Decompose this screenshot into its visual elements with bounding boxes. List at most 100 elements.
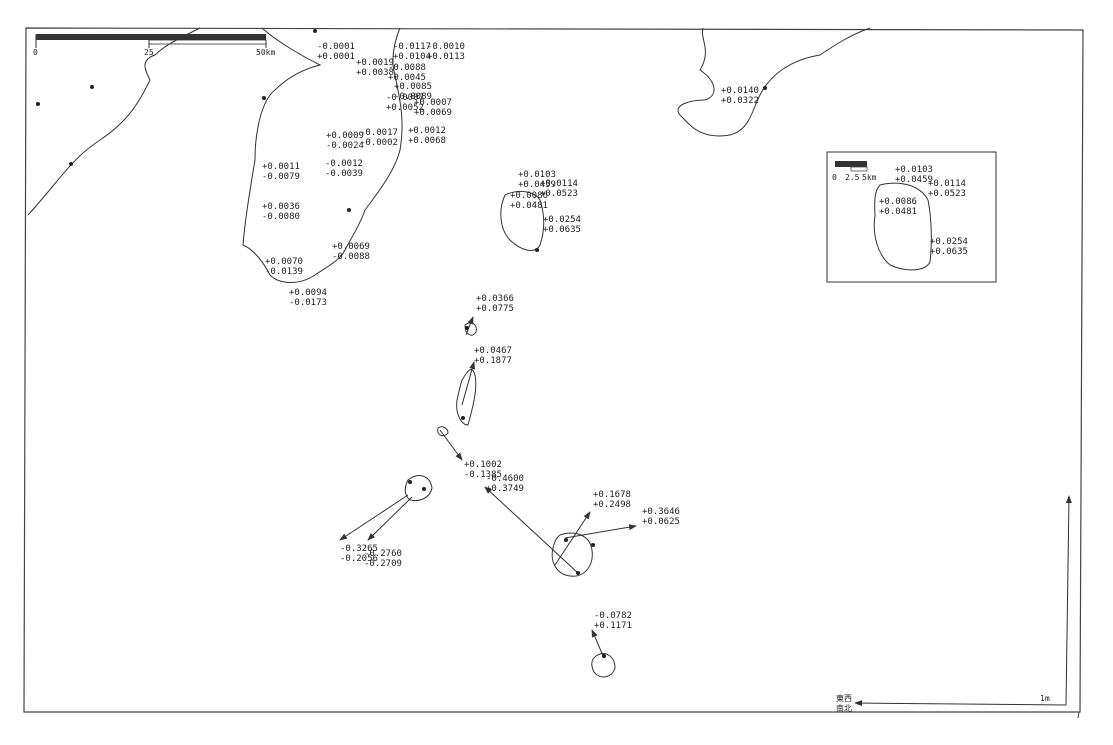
station-value: -0.0017 — [360, 128, 398, 138]
vectors — [339, 316, 637, 659]
scale-bar: 0 25 50km — [33, 34, 275, 57]
station-value: +0.1877 — [474, 356, 512, 366]
station-value: +0.0635 — [543, 225, 581, 235]
station-value: +0.0009 — [326, 131, 364, 141]
legend-ew-label: 東西 — [836, 693, 852, 703]
station-value: +0.0523 — [540, 189, 578, 199]
vector — [591, 629, 605, 659]
island-3 — [456, 369, 477, 426]
station-value: +0.0481 — [510, 201, 548, 211]
station-value: +0.0366 — [476, 294, 514, 304]
scale-label-50: 50km — [256, 48, 275, 57]
station-labels: -0.0001+0.0001+0.0019+0.0038-0.0117+0.01… — [262, 42, 759, 631]
station-value: -0.0039 — [325, 169, 363, 179]
station-value: +0.0086 — [510, 191, 548, 201]
coastline-west — [27, 27, 201, 216]
station-value: +0.0114 — [540, 179, 578, 189]
coastline-peninsula — [242, 27, 403, 283]
inset-station-value: +0.0086 — [879, 197, 917, 207]
station-value: +0.0254 — [543, 215, 581, 225]
station-value: -0.0088 — [388, 63, 426, 73]
station-value: -0.2709 — [364, 559, 402, 569]
station-value: -0.0001 — [317, 42, 355, 52]
station-value: +0.0094 — [289, 288, 327, 298]
station-value: +0.0140 — [721, 86, 759, 96]
station-value: +0.0069 — [414, 108, 452, 118]
station-value: -0.0080 — [262, 212, 300, 222]
coastline-northeast — [677, 27, 871, 137]
island-4 — [437, 426, 449, 437]
legend: 東西 南北 1m — [836, 495, 1080, 719]
station-value: +0.0069 — [332, 242, 370, 252]
station-value: +0.0036 — [262, 202, 300, 212]
station-value: -0.0089 — [394, 92, 432, 102]
station-value: +0.0625 — [642, 517, 680, 527]
vector — [484, 486, 579, 574]
vector — [439, 429, 463, 461]
vector — [461, 361, 476, 406]
station-value: +0.1002 — [464, 460, 502, 470]
inset-scale-0: 0 — [832, 173, 837, 182]
station-value: +0.0001 — [317, 52, 355, 62]
station-value: +0.0038 — [356, 68, 394, 78]
station-value: +0.0322 — [721, 96, 759, 106]
station-value: +0.2498 — [593, 500, 631, 510]
station-value: +0.0459 — [518, 180, 556, 190]
vector — [339, 494, 409, 541]
station-value: -0.0117 — [393, 42, 431, 52]
inset-station-value: +0.0635 — [930, 247, 968, 257]
station-value: -0.0173 — [289, 298, 327, 308]
scale-label-0: 0 — [33, 48, 38, 57]
station-value: -0.2056 — [340, 554, 378, 564]
vector — [554, 511, 591, 566]
inset-station-value: +0.0523 — [928, 189, 966, 199]
island-7 — [591, 653, 616, 678]
station-value: -0.0024 — [326, 141, 364, 151]
legend-ns-label: 南北 — [836, 703, 852, 713]
station-value: -0.1385 — [464, 470, 502, 480]
station-value: +0.0104 — [393, 52, 431, 62]
station-value: +0.0012 — [408, 126, 446, 136]
station-value: +0.0007 — [414, 98, 452, 108]
inset-station-value: +0.0103 — [895, 165, 933, 175]
island-5 — [404, 475, 433, 501]
island-6 — [551, 532, 593, 577]
station-value: -0.0079 — [262, 172, 300, 182]
station-value: +0.0467 — [474, 346, 512, 356]
station-value: +0.0068 — [408, 136, 446, 146]
station-value: -0.0002 — [360, 138, 398, 148]
map-frame — [23, 27, 1084, 713]
inset-map: 0 2.5 5km +0.0103+0.0459+0.0114+0.0523 +0… — [826, 151, 997, 283]
inset-station-value: +0.0481 — [879, 207, 917, 217]
inset-station-value: +0.0254 — [930, 237, 968, 247]
inset-station-value: +0.0114 — [928, 179, 966, 189]
station-value: +0.3749 — [486, 484, 524, 494]
station-value: -0.3265 — [340, 544, 378, 554]
station-dots — [36, 29, 767, 658]
inset-scale-2-5: 2.5 — [845, 173, 860, 182]
vector — [564, 524, 637, 539]
station-value: -0.4600 — [486, 474, 524, 484]
station-value: -0.0007 — [386, 93, 424, 103]
station-value: -0.0010 — [427, 42, 465, 52]
station-value: +0.0045 — [388, 73, 426, 83]
inset-scale-5: 5km — [862, 173, 877, 182]
station-value: -0.0012 — [325, 159, 363, 169]
station-value: -0.0139 — [265, 267, 303, 277]
vector — [367, 496, 413, 541]
station-value: -0.2760 — [364, 549, 402, 559]
station-value: +0.0019 — [356, 58, 394, 68]
station-value: +0.1678 — [593, 490, 631, 500]
station-value: +0.1171 — [594, 621, 632, 631]
scale-label-25: 25 — [144, 48, 154, 57]
inset-station-value: +0.0459 — [895, 175, 933, 185]
station-value: +0.0775 — [476, 304, 514, 314]
legend-unit-label: 1m — [1040, 694, 1050, 703]
island-1 — [500, 190, 545, 251]
station-value: -0.0088 — [332, 252, 370, 262]
station-value: +0.0103 — [518, 170, 556, 180]
station-value: +0.0011 — [262, 162, 300, 172]
station-value: +0.0052 — [386, 103, 424, 113]
station-value: +0.0113 — [427, 52, 465, 62]
